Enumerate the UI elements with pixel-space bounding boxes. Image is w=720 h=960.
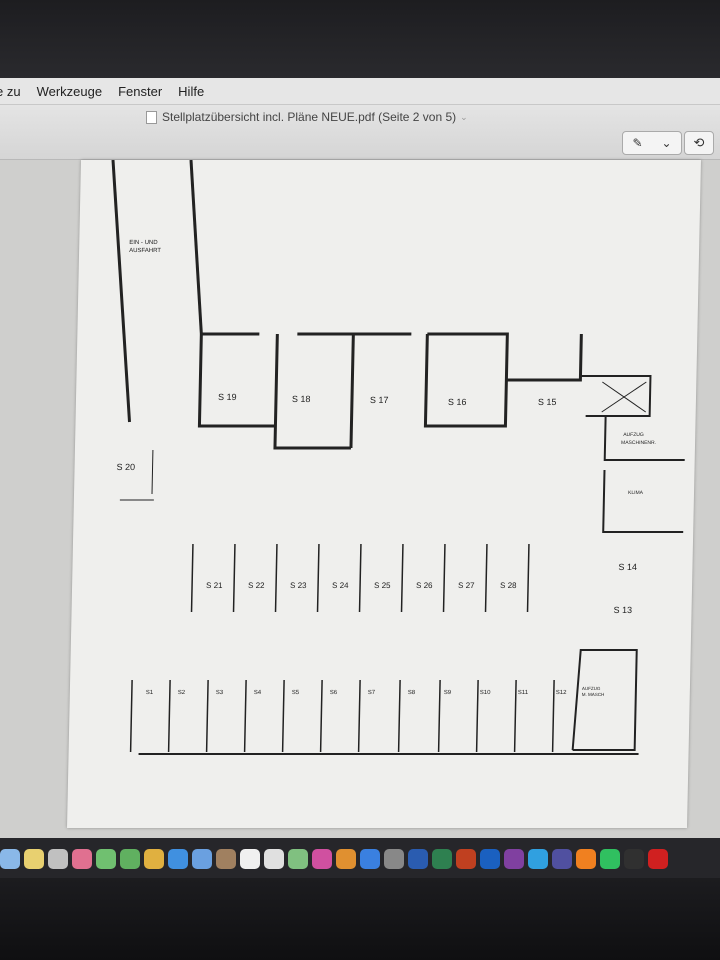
window-titlebar: Stellplatzübersicht incl. Pläne NEUE.pdf… bbox=[0, 105, 720, 160]
space-label-s18: S 18 bbox=[292, 394, 311, 404]
itunes-icon[interactable] bbox=[312, 849, 332, 869]
menu-item-hilfe[interactable]: Hilfe bbox=[178, 83, 205, 99]
pdf-page: EIN - UND AUSFAHRT S 19 S 18 S 17 S 16 S… bbox=[67, 160, 701, 828]
space-label-s14: S 14 bbox=[618, 562, 637, 572]
space-label-s19: S 19 bbox=[218, 392, 237, 402]
stair-label-2: M. MASCH bbox=[582, 692, 605, 697]
space-label-s26: S 26 bbox=[416, 581, 433, 590]
space-label-s15: S 15 bbox=[538, 397, 557, 407]
reminders-icon[interactable] bbox=[264, 849, 284, 869]
rotate-icon: ⟲ bbox=[693, 135, 705, 150]
entrance-wall-left bbox=[111, 160, 132, 423]
space-label-s25: S 25 bbox=[374, 581, 391, 590]
space-label-s24: S 24 bbox=[332, 581, 349, 590]
mail-icon[interactable] bbox=[192, 849, 212, 869]
elevator-label-2: MASCHINENR. bbox=[621, 440, 656, 446]
photos-icon[interactable] bbox=[72, 849, 92, 869]
space-label-s11: S11 bbox=[518, 690, 529, 696]
entrance-label-2: AUSFAHRT bbox=[129, 248, 161, 254]
space-label-s17: S 17 bbox=[370, 395, 389, 405]
entrance-label: EIN - UND bbox=[129, 240, 158, 246]
dock bbox=[0, 838, 720, 878]
monitor-bezel-top bbox=[0, 0, 720, 80]
menu-item-werkzeuge[interactable]: Werkzeuge bbox=[36, 83, 103, 99]
space-label-s5: S5 bbox=[292, 690, 300, 696]
stair-core bbox=[571, 649, 638, 751]
klima-label: KLIMA bbox=[628, 490, 644, 496]
space-label-s10: S10 bbox=[480, 690, 491, 696]
document-title-text: Stellplatzübersicht incl. Pläne NEUE.pdf… bbox=[162, 110, 457, 124]
outlook-icon[interactable] bbox=[480, 849, 500, 869]
skype-icon[interactable] bbox=[528, 849, 548, 869]
space-label-s7: S7 bbox=[368, 690, 376, 696]
syspref-icon[interactable] bbox=[384, 849, 404, 869]
space-label-s16: S 16 bbox=[448, 397, 467, 407]
space-label-s28: S 28 bbox=[500, 581, 517, 590]
spotify-icon[interactable] bbox=[600, 849, 620, 869]
chevron-down-icon: ⌄ bbox=[661, 136, 672, 150]
monitor-bezel-bottom bbox=[0, 878, 720, 960]
menu-item-fenster[interactable]: Fenster bbox=[118, 83, 163, 99]
space-label-s27: S 27 bbox=[458, 581, 475, 590]
contacts-icon[interactable] bbox=[216, 849, 236, 869]
powerpoint-icon[interactable] bbox=[456, 849, 476, 869]
space-label-s2: S2 bbox=[178, 690, 186, 696]
sky-icon[interactable] bbox=[648, 849, 668, 869]
document-view[interactable]: EIN - UND AUSFAHRT S 19 S 18 S 17 S 16 S… bbox=[0, 160, 720, 838]
space-label-s6: S6 bbox=[330, 690, 338, 696]
pdf-document-icon bbox=[146, 110, 157, 124]
screen: e zu Werkzeuge Fenster Hilfe Stellplatzü… bbox=[0, 78, 720, 838]
excel-icon[interactable] bbox=[432, 849, 452, 869]
dock-icons bbox=[0, 844, 720, 874]
safari-icon[interactable] bbox=[168, 849, 188, 869]
appstore-icon[interactable] bbox=[360, 849, 380, 869]
ibooks-icon[interactable] bbox=[336, 849, 356, 869]
pen-icon: ✎ bbox=[632, 136, 643, 150]
terminal-icon[interactable] bbox=[624, 849, 644, 869]
space-label-s3: S3 bbox=[216, 690, 224, 696]
space-label-s12: S12 bbox=[556, 690, 567, 696]
space-label-s1: S1 bbox=[146, 690, 154, 696]
word-icon[interactable] bbox=[408, 849, 428, 869]
onenote-icon[interactable] bbox=[504, 849, 524, 869]
space-label-s22: S 22 bbox=[248, 581, 265, 590]
space-label-s8: S8 bbox=[408, 690, 416, 696]
vlc-icon[interactable] bbox=[576, 849, 596, 869]
menu-item-gehe-zu[interactable]: e zu bbox=[0, 83, 21, 99]
space-label-s20: S 20 bbox=[116, 462, 135, 472]
notes-icon[interactable] bbox=[24, 849, 44, 869]
space-s19-walls bbox=[197, 334, 276, 428]
chrome-icon[interactable] bbox=[144, 849, 164, 869]
teams-icon[interactable] bbox=[552, 849, 572, 869]
rotate-button[interactable]: ⟲ bbox=[684, 131, 714, 155]
facetime-icon[interactable] bbox=[120, 849, 140, 869]
preview-icon[interactable] bbox=[48, 849, 68, 869]
calendar-icon[interactable] bbox=[240, 849, 260, 869]
document-title[interactable]: Stellplatzübersicht incl. Pläne NEUE.pdf… bbox=[146, 110, 468, 124]
space-label-s13: S 13 bbox=[613, 605, 632, 615]
entrance-wall-right bbox=[189, 160, 203, 335]
finder-icon[interactable] bbox=[0, 849, 20, 869]
space-label-s4: S4 bbox=[254, 690, 262, 696]
parking-floor-plan: EIN - UND AUSFAHRT S 19 S 18 S 17 S 16 S… bbox=[111, 160, 685, 755]
space-label-s9: S9 bbox=[444, 690, 452, 696]
markup-pen-button[interactable]: ✎ ⌄ bbox=[622, 131, 682, 155]
elevator-label: AUFZUG bbox=[623, 432, 644, 438]
chevron-down-icon[interactable]: ⌄ bbox=[460, 111, 468, 122]
space-label-s21: S 21 bbox=[206, 581, 223, 590]
maps-icon[interactable] bbox=[288, 849, 308, 869]
space-label-s23: S 23 bbox=[290, 581, 307, 590]
stair-label: AUFZUG bbox=[582, 686, 601, 691]
menu-bar: e zu Werkzeuge Fenster Hilfe bbox=[0, 78, 720, 105]
messages-icon[interactable] bbox=[96, 849, 116, 869]
